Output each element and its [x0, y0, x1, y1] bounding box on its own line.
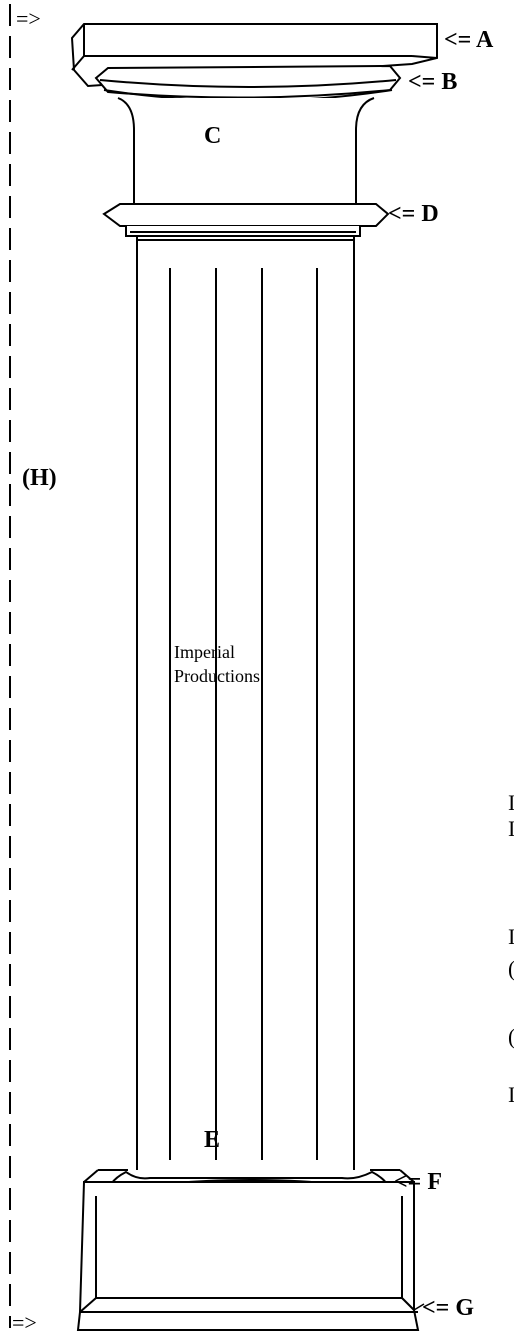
shaft-flutes [169, 268, 318, 1160]
cutoff-text-4: ( [508, 958, 514, 980]
cutoff-text-3: I [508, 924, 514, 949]
part-label-e: E [204, 1127, 221, 1153]
height-bottom-arrow: => [12, 1310, 37, 1335]
plinth [76, 1169, 420, 1331]
astragal [102, 203, 390, 237]
cutoff-text-2: I [508, 816, 514, 841]
part-label-c: C [204, 123, 222, 149]
column-shaft [136, 236, 355, 1170]
height-top-arrow: => [16, 6, 41, 31]
cutoff-text-6: I [508, 1082, 514, 1107]
cutoff-text-1: I [508, 790, 514, 815]
echinus [94, 64, 402, 102]
callout-g: <= G [422, 1295, 475, 1321]
column-neck [117, 97, 375, 206]
callout-f: <= F [394, 1169, 443, 1195]
callout-g-pointer [413, 1303, 425, 1311]
watermark-line2: Productions [174, 666, 261, 686]
callout-b: <= B [408, 69, 458, 95]
height-label: (H) [22, 465, 57, 491]
watermark-line1: Imperial [174, 642, 235, 662]
cutoff-text-5: ( [508, 1026, 514, 1048]
callout-d: <= D [388, 201, 439, 227]
callout-a: <= A [444, 27, 494, 53]
